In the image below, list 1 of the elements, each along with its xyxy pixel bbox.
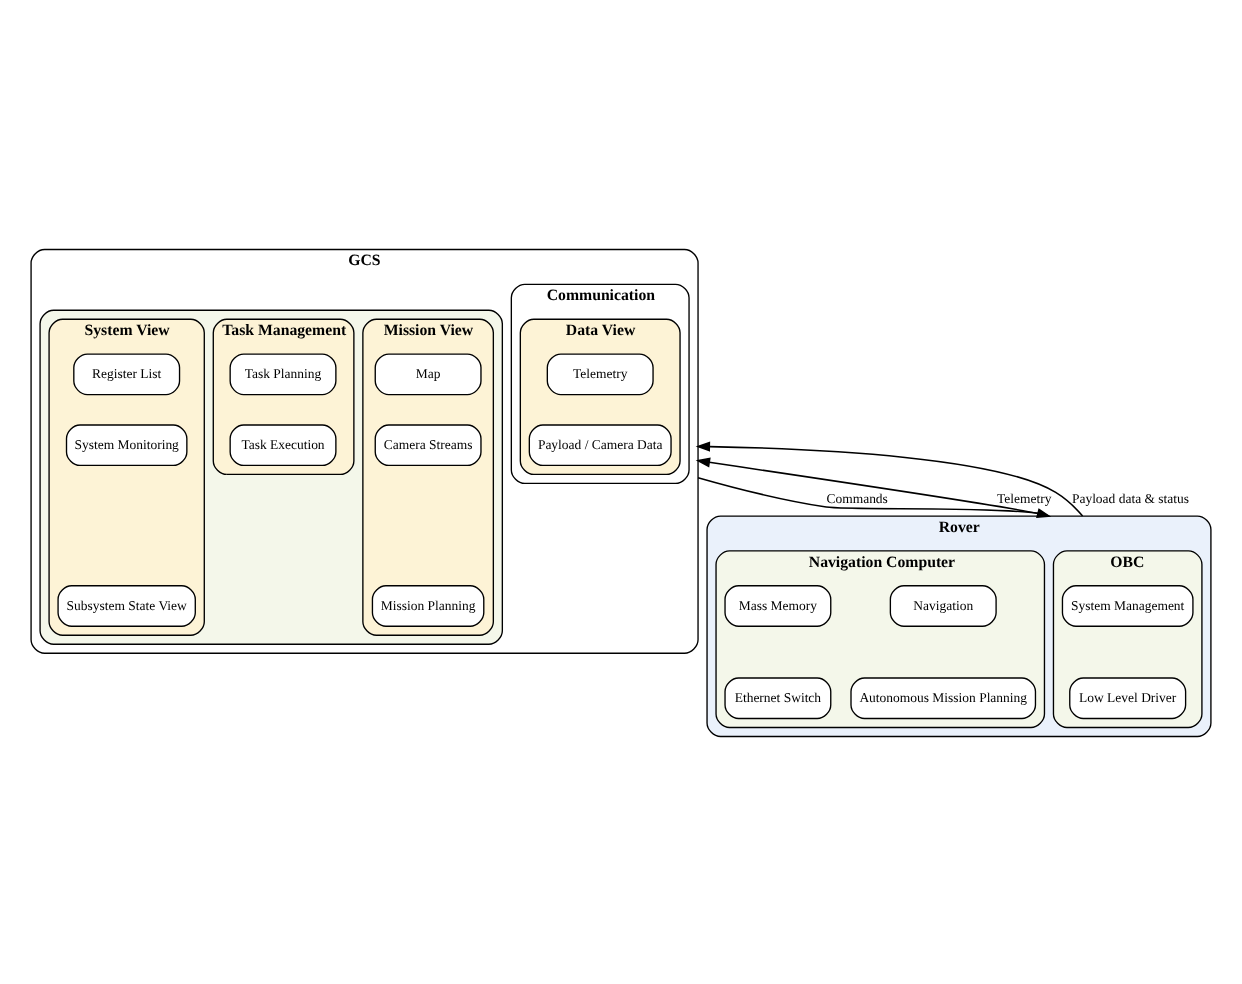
cluster (39, 308, 503, 644)
